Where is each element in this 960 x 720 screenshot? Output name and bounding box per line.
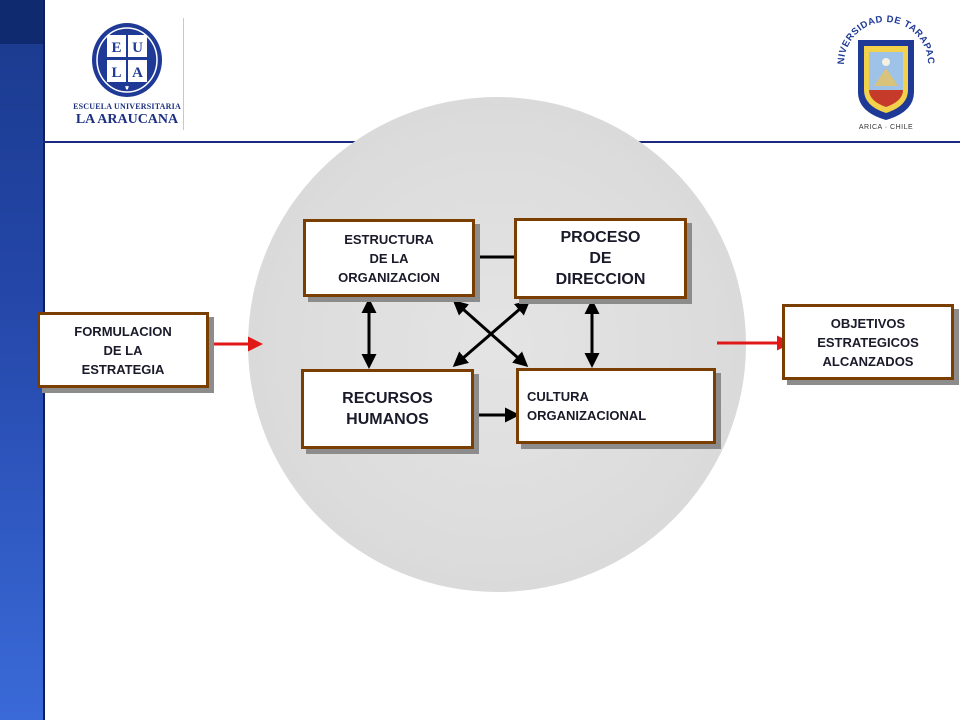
eula-letter-l: L: [111, 65, 121, 81]
box-objetivos-label: OBJETIVOS ESTRATEGICOS ALCANZADOS: [817, 315, 919, 369]
eula-emblem-icon: E U L A: [92, 23, 162, 97]
eula-wordmark-line2: LA ARAUCANA: [75, 112, 179, 127]
box-recursos-label: RECURSOS HUMANOS: [342, 390, 433, 428]
box-estructura-label: ESTRUCTURA DE LA ORGANIZACION: [338, 231, 440, 285]
box-estructura: ESTRUCTURA DE LA ORGANIZACION: [303, 219, 475, 297]
eula-letter-e: E: [111, 40, 121, 56]
box-objetivos: OBJETIVOS ESTRATEGICOS ALCANZADOS: [782, 304, 954, 380]
arrow-proceso-recursos: [452, 300, 531, 367]
box-formulacion: FORMULACION DE LA ESTRATEGIA: [37, 312, 209, 388]
box-formulacion-label: FORMULACION DE LA ESTRATEGIA: [74, 323, 172, 377]
eula-wordmark: ESCUELA UNIVERSITARIA LA ARAUCANA: [68, 102, 186, 128]
eula-letter-u: U: [132, 40, 143, 56]
box-proceso-label: PROCESO DE DIRECCION: [555, 229, 646, 288]
eula-letter-a: A: [132, 65, 143, 81]
eula-wordmark-line1: ESCUELA UNIVERSITARIA: [73, 102, 181, 111]
uta-motto: ARICA · CHILE: [858, 124, 914, 131]
logo-divider: [183, 18, 184, 130]
box-recursos: RECURSOS HUMANOS: [301, 369, 474, 449]
box-cultura-label: CULTURA ORGANIZACIONAL: [527, 389, 647, 423]
eula-logo: E U L A ESCUELA UNIVERSITARIA LA ARAUCAN…: [68, 20, 186, 130]
box-proceso: PROCESO DE DIRECCION: [514, 218, 687, 299]
sidebar-cap: [0, 0, 43, 44]
box-cultura: CULTURA ORGANIZACIONAL: [516, 368, 716, 444]
